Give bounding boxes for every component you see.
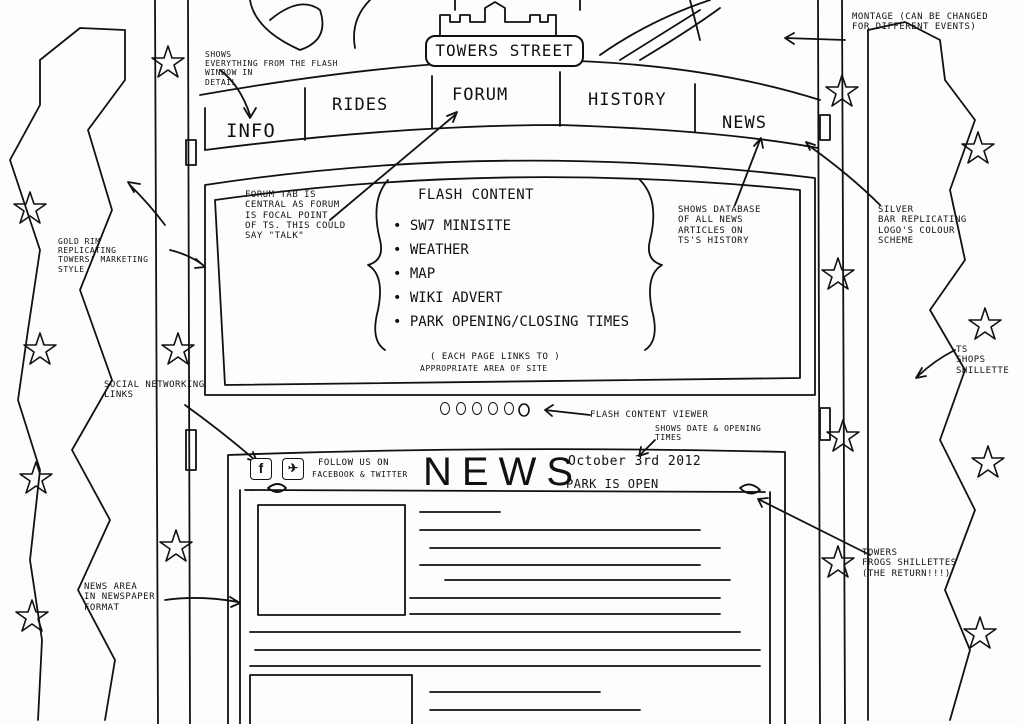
list-item[interactable]: WEATHER	[393, 242, 629, 266]
castle-crest	[439, 1, 557, 41]
news-banner-line	[244, 489, 766, 493]
list-item[interactable]: SW7 MINISITE	[393, 218, 629, 242]
facebook-icon[interactable]: f	[250, 458, 272, 480]
annotation-gold-rim: GOLD RIM REPLICATING TOWERS' MARKETING S…	[58, 237, 149, 274]
montage-sketch	[249, 0, 721, 61]
star-icon	[826, 419, 860, 452]
tab-rides[interactable]: RIDES	[332, 95, 389, 115]
star-icon	[961, 131, 995, 164]
annotation-montage: MONTAGE (CAN BE CHANGED FOR DIFFERENT EV…	[852, 12, 989, 33]
star-icon	[963, 616, 997, 649]
annotation-forum-tab: FORUM TAB IS CENTRAL AS FORUM IS FOCAL P…	[245, 190, 346, 242]
annotation-news-area: NEWS AREA IN NEWSPAPER FORMAT	[84, 582, 156, 613]
annotation-flash-detail: SHOWS EVERYTHING FROM THE FLASH WINDOW I…	[205, 50, 338, 87]
annotation-silver-bar: SILVER BAR REPLICATING LOGO'S COLOUR SCH…	[878, 205, 967, 247]
star-icon	[825, 74, 859, 107]
star-icon	[971, 445, 1005, 478]
left-zigzag-border	[39, 27, 126, 721]
star-icon	[13, 191, 47, 224]
flash-footnote: ( EACH PAGE LINKS TO )	[430, 352, 561, 362]
news-heading: NEWS	[423, 450, 583, 494]
right-pillar	[817, 0, 846, 724]
list-item[interactable]: MAP	[393, 266, 629, 290]
star-icon	[159, 529, 193, 562]
news-image-placeholder	[257, 504, 406, 616]
flash-window-frame	[204, 159, 816, 396]
right-zigzag-border	[867, 21, 976, 721]
tab-forum[interactable]: FORUM	[452, 85, 509, 105]
tab-info[interactable]: INFO	[226, 120, 276, 142]
twitter-bird-icon[interactable]: ✈	[282, 458, 304, 480]
viewer-dot-3[interactable]	[472, 402, 482, 415]
news-date: October 3rd 2012	[568, 454, 702, 469]
viewer-dot-1[interactable]	[440, 402, 450, 415]
news-panel-frame	[227, 448, 786, 724]
viewer-dot-4[interactable]	[488, 402, 498, 415]
star-icon	[968, 307, 1002, 340]
flash-content-list: SW7 MINISITE WEATHER MAP WIKI ADVERT PAR…	[393, 218, 629, 338]
site-title[interactable]: TOWERS STREET	[425, 35, 584, 67]
park-status: PARK IS OPEN	[566, 477, 659, 491]
viewer-dot-5[interactable]	[504, 402, 514, 415]
star-icon	[821, 257, 855, 290]
list-item[interactable]: WIKI ADVERT	[393, 290, 629, 314]
annotation-date-times: SHOWS DATE & OPENING TIMES	[655, 424, 762, 443]
follow-us-text-2: FACEBOOK & TWITTER	[312, 470, 408, 479]
frog-silhouette-right	[739, 483, 761, 495]
follow-us-text: FOLLOW US ON	[318, 458, 390, 468]
tab-history[interactable]: HISTORY	[588, 90, 667, 110]
list-item[interactable]: PARK OPENING/CLOSING TIMES	[393, 314, 629, 338]
flash-footnote-2: APPROPRIATE AREA OF SITE	[420, 364, 548, 373]
left-pillar	[154, 0, 191, 724]
annotation-frogs: TOWERS FROGS SHILLETTES (THE RETURN!!!)	[862, 548, 957, 579]
star-icon	[23, 332, 57, 365]
tab-news[interactable]: NEWS	[722, 113, 767, 133]
viewer-dot-2[interactable]	[456, 402, 466, 415]
star-icon	[821, 545, 855, 578]
flash-content-title: FLASH CONTENT	[418, 187, 535, 203]
annotation-shops: TS SHOPS SHILLETTE	[956, 345, 1010, 376]
frog-silhouette-left	[267, 483, 287, 493]
star-icon	[19, 461, 53, 494]
annotation-social: SOCIAL NETWORKING LINKS	[104, 380, 205, 401]
annotation-viewer: FLASH CONTENT VIEWER	[590, 410, 709, 420]
star-icon	[151, 45, 185, 78]
star-icon	[161, 332, 195, 365]
star-icon	[15, 599, 49, 632]
annotation-database: SHOWS DATABASE OF ALL NEWS ARTICLES ON T…	[678, 205, 761, 247]
